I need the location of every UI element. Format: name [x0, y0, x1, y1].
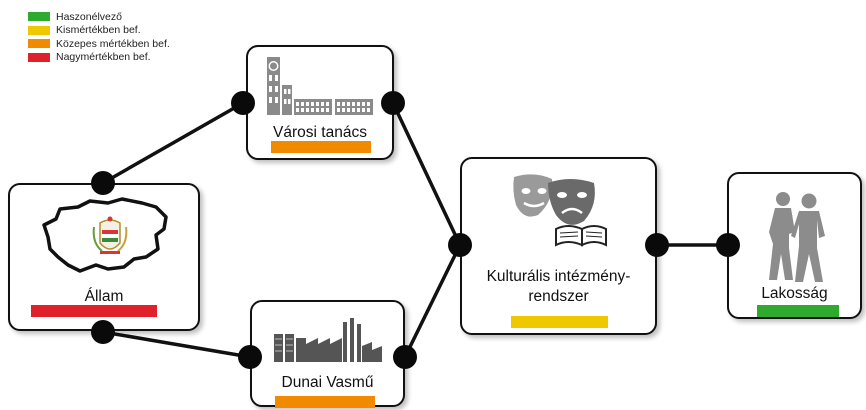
legend-label: Kismértékben bef.: [56, 24, 141, 37]
impact-bar: [31, 305, 157, 317]
hungary-map-coat-of-arms-icon: [42, 197, 168, 273]
node-label-line1: Kulturális intézmény-: [486, 268, 631, 285]
node-allam[interactable]: Állam: [8, 183, 200, 331]
impact-bar: [511, 316, 608, 328]
legend: Haszonélvező Kismértékben bef. Közepes m…: [28, 10, 170, 64]
edge-allam-varosi-tanacs: [101, 101, 245, 185]
node-label: Dunai Vasmű: [281, 374, 374, 391]
connector-dot: [91, 171, 115, 195]
legend-item-slightly-affected: Kismértékben bef.: [28, 24, 170, 38]
node-label-line2: rendszer: [528, 288, 589, 305]
node-label: Városi tanács: [273, 124, 367, 141]
impact-bar: [275, 396, 375, 408]
connector-dot: [381, 91, 405, 115]
connector-dot: [91, 320, 115, 344]
town-hall-icon: [267, 57, 373, 115]
legend-swatch: [28, 39, 50, 49]
impact-bar: [757, 305, 839, 317]
edge-allam-dunai-vasmu: [101, 330, 252, 359]
legend-swatch: [28, 52, 50, 62]
people-walking-icon: [769, 192, 825, 282]
node-kulturalis-intezmenyrendszer[interactable]: Kulturális intézmény- rendszer: [460, 157, 657, 335]
node-lakossag[interactable]: Lakosság: [727, 172, 862, 319]
legend-item-beneficiary: Haszonélvező: [28, 10, 170, 24]
factory-icon: [274, 318, 382, 362]
legend-item-moderately-affected: Közepes mértékben bef.: [28, 37, 170, 51]
connector-dot: [645, 233, 669, 257]
legend-label: Közepes mértékben bef.: [56, 37, 170, 50]
node-label: Lakosság: [761, 285, 828, 302]
legend-swatch: [28, 25, 50, 35]
legend-label: Nagymértékben bef.: [56, 51, 151, 64]
connector-dot: [231, 91, 255, 115]
node-label: Állam: [84, 288, 124, 305]
connector-dot: [238, 345, 262, 369]
node-varosi-tanacs[interactable]: Városi tanács: [246, 45, 394, 160]
impact-bar: [271, 141, 371, 153]
connector-dot: [448, 233, 472, 257]
connector-dot: [716, 233, 740, 257]
connector-dot: [393, 345, 417, 369]
theatre-masks-book-icon: [513, 174, 607, 247]
edge-dunai-vasmu-kulturalis: [403, 243, 462, 359]
legend-swatch: [28, 12, 50, 22]
legend-item-heavily-affected: Nagymértékben bef.: [28, 51, 170, 65]
legend-label: Haszonélvező: [56, 10, 122, 23]
edge-varosi-tanacs-kulturalis: [391, 101, 462, 247]
